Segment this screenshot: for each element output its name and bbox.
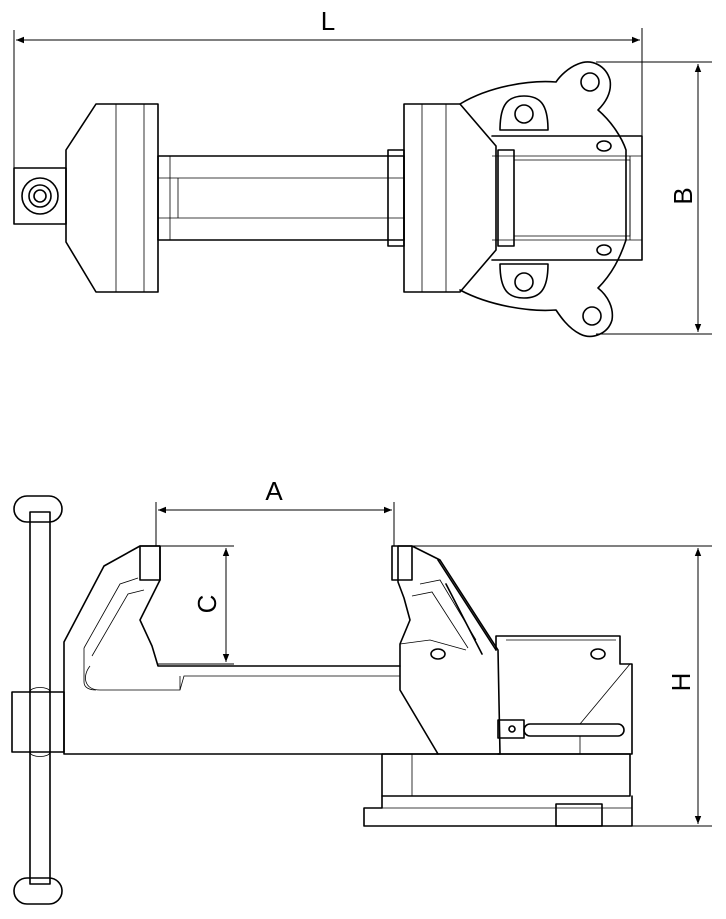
side-view: A C H xyxy=(11,476,712,905)
spindle-bar-top xyxy=(157,149,405,247)
front-jaw-top xyxy=(65,103,159,293)
t-handle xyxy=(11,495,65,905)
front-jaw-insert xyxy=(139,545,161,581)
dimension-h: H xyxy=(412,545,712,827)
swivel-base-side xyxy=(363,753,633,827)
rear-jaw-insert xyxy=(391,545,413,581)
rear-jaw-top xyxy=(403,103,643,293)
dimension-h-label: H xyxy=(666,673,696,692)
dimension-b-label: B xyxy=(668,187,698,204)
dimension-c: C xyxy=(158,545,234,665)
top-view: L B xyxy=(13,6,712,338)
swivel-base-top xyxy=(459,61,627,338)
vise-body-side xyxy=(63,545,633,755)
dimension-a: A xyxy=(155,476,395,546)
dimension-l: L xyxy=(13,6,643,168)
dimension-c-label: C xyxy=(192,595,222,614)
dimension-b: B xyxy=(596,61,712,335)
handle-end-block xyxy=(13,167,67,225)
dimension-a-label: A xyxy=(265,476,283,506)
dimension-l-label: L xyxy=(321,6,335,36)
